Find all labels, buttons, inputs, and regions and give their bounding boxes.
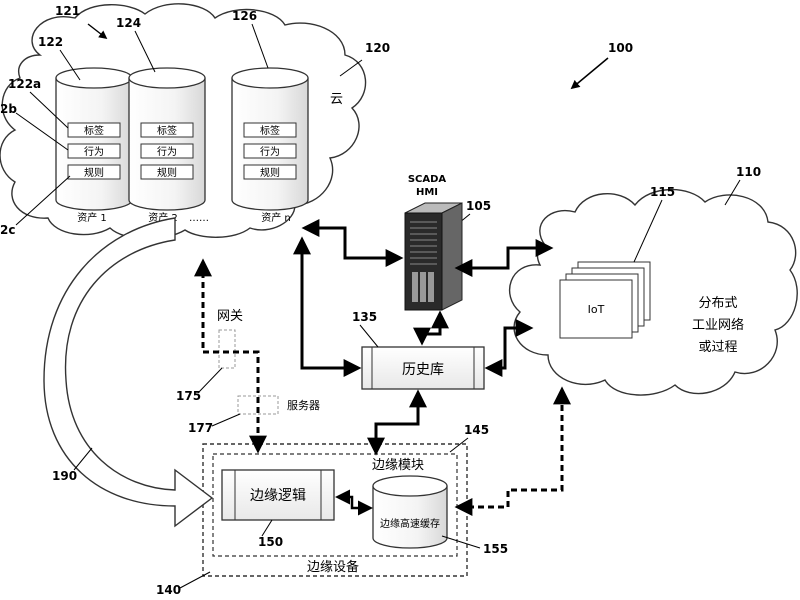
asset-1-rule: 规则	[84, 166, 104, 179]
asset-ellipsis: ……	[189, 213, 209, 224]
network-label-line1: 分布式	[698, 296, 737, 311]
asset-n-tag: 标签	[260, 124, 280, 137]
ref-175: 175	[176, 389, 201, 403]
asset-1-name: 资产 1	[77, 211, 107, 224]
network-cloud	[509, 188, 798, 396]
network-label-line2: 工业网络	[692, 317, 744, 333]
edge-logic-box: 边缘逻辑	[221, 469, 335, 521]
ref-121: 121	[55, 4, 80, 18]
edge-device-label: 边缘设备	[307, 559, 359, 575]
ref-145: 145	[464, 423, 489, 437]
ref-105: 105	[466, 199, 491, 213]
asset-1-behavior: 行为	[84, 145, 104, 158]
edge-module-label: 边缘模块	[372, 458, 424, 473]
asset-n-behavior: 行为	[260, 145, 280, 158]
asset-2-fields: 标签 行为 规则	[140, 122, 194, 180]
asset-2-behavior: 行为	[157, 145, 177, 158]
ref-120: 120	[365, 41, 390, 55]
asset-2-rule: 规则	[157, 166, 177, 179]
ref-140: 140	[156, 583, 181, 597]
ref-122: 122	[38, 35, 63, 49]
gateway-box	[218, 329, 236, 369]
asset-db-1	[55, 67, 133, 211]
asset-db-2	[128, 67, 206, 211]
deployment-arrow	[43, 217, 214, 528]
ref-190: 190	[52, 469, 77, 483]
server-label: 服务器	[287, 399, 320, 412]
scada-label-line1: SCADA	[408, 174, 447, 185]
iot-device-stack: IoT	[559, 261, 651, 339]
ref-100: 100	[608, 41, 633, 55]
ref-135: 135	[352, 310, 377, 324]
network-label-line3: 或过程	[698, 340, 737, 355]
ref-150: 150	[258, 535, 283, 549]
scada-server-rack	[404, 202, 463, 311]
iot-label: IoT	[588, 303, 605, 316]
asset-1-fields: 标签 行为 规则	[67, 122, 121, 180]
ref-115: 115	[650, 185, 675, 199]
ref-124: 124	[116, 16, 141, 30]
asset-n-rule: 规则	[260, 166, 280, 179]
ref-126: 126	[232, 9, 257, 23]
asset-db-n	[231, 67, 309, 211]
ref-122c: 2c	[0, 223, 15, 237]
asset-n-fields: 标签 行为 规则	[243, 122, 297, 180]
asset-1-tag: 标签	[84, 124, 104, 137]
asset-n-name: 资产 n	[261, 211, 291, 224]
historian-box: 历史库	[361, 346, 485, 390]
solid-connectors	[293, 219, 554, 516]
dashed-connectors	[194, 258, 571, 516]
ref-110: 110	[736, 165, 761, 179]
ref-155: 155	[483, 542, 508, 556]
asset-2-tag: 标签	[157, 124, 177, 137]
edge-cache-label: 边缘高速缓存	[380, 517, 440, 530]
historian-label: 历史库	[402, 362, 444, 378]
gateway-label: 网关	[217, 309, 243, 324]
cloud-label: 云	[330, 92, 343, 107]
edge-logic-label: 边缘逻辑	[250, 488, 306, 504]
ref-122a: 122a	[8, 77, 41, 91]
scada-label-line2: HMI	[416, 187, 438, 198]
edge-cache-db: 边缘高速缓存	[372, 475, 448, 549]
ref-122b: 2b	[0, 102, 17, 116]
ref-177: 177	[188, 421, 213, 435]
